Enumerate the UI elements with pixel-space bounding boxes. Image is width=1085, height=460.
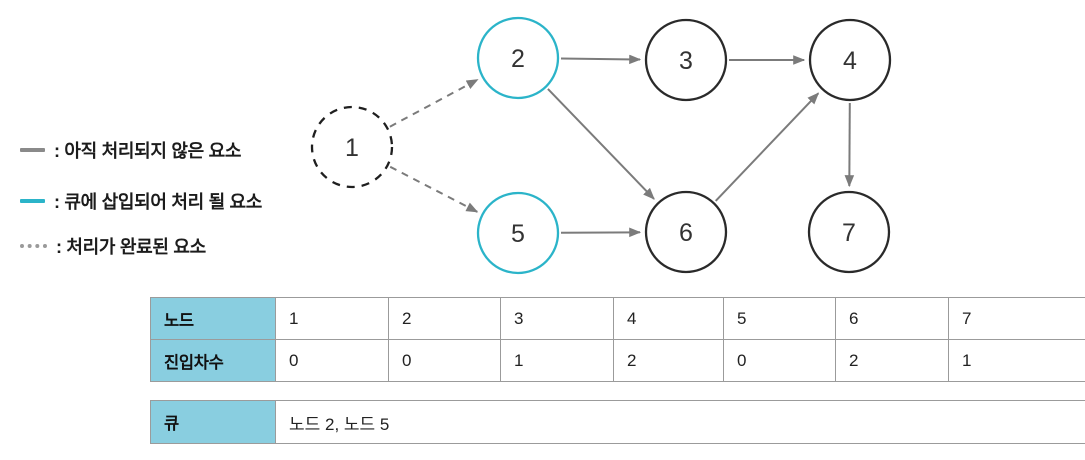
indegree-cell-4: 2 (613, 339, 724, 382)
legend-item-unprocessed: : 아직 처리되지 않은 요소 (20, 139, 241, 161)
edge-4-7-arrow (844, 102, 855, 188)
queue-row: 큐 노드 2, 노드 5 (150, 400, 1085, 444)
graph-node-label-1: 1 (345, 134, 359, 162)
graph-node-5 (476, 191, 560, 275)
indegree-cell-1: 0 (275, 339, 389, 382)
row-header-indegree: 진입차수 (150, 339, 276, 382)
node-cell-4: 4 (613, 297, 724, 340)
graph-svg: 1 2 3 4 5 6 7 (310, 16, 892, 275)
graph-node-6 (644, 190, 728, 274)
done-dotted-line-icon (20, 244, 47, 248)
indegree-cell-7: 1 (948, 339, 1085, 382)
edge-1-5-arrow (389, 165, 479, 213)
graph-node-7 (807, 190, 891, 274)
indegree-cell-2: 0 (388, 339, 501, 382)
indegree-cell-6: 2 (835, 339, 949, 382)
edge-1-2-arrow (389, 78, 479, 128)
node-cell-1: 1 (275, 297, 389, 340)
row-header-node: 노드 (150, 297, 276, 340)
node-cell-5: 5 (723, 297, 836, 340)
graph-node-label-4: 4 (843, 47, 857, 75)
graph-node-4 (808, 18, 892, 102)
node-cell-3: 3 (500, 297, 614, 340)
graph-node-2 (476, 16, 560, 100)
edge-2-3-arrow (560, 54, 642, 65)
graph-node-3 (644, 18, 728, 102)
indegree-cell-5: 0 (723, 339, 836, 382)
node-cell-2: 2 (388, 297, 501, 340)
queued-line-icon (20, 199, 45, 203)
legend-item-queued: : 큐에 삽입되어 처리 될 요소 (20, 190, 262, 212)
table-row-indegrees: 진입차수 0 0 1 2 0 2 1 (150, 339, 1085, 382)
edge-2-6-arrow (547, 88, 655, 200)
queue-header: 큐 (150, 400, 276, 444)
node-cell-7: 7 (948, 297, 1085, 340)
graph-node-label-7: 7 (842, 219, 856, 247)
graph-node-1 (310, 105, 394, 189)
queue-table: 큐 노드 2, 노드 5 (150, 400, 1085, 444)
legend-label: : 큐에 삽입되어 처리 될 요소 (54, 192, 263, 212)
indegree-cell-3: 1 (500, 339, 614, 382)
legend-label: : 아직 처리되지 않은 요소 (54, 141, 242, 161)
legend-item-done: : 처리가 완료된 요소 (20, 235, 206, 257)
graph-node-label-2: 2 (511, 45, 525, 73)
unprocessed-line-icon (20, 148, 45, 152)
graph-node-label-5: 5 (511, 220, 525, 248)
table-row-nodes: 노드 1 2 3 4 5 6 7 (150, 297, 1085, 340)
queue-value: 노드 2, 노드 5 (275, 400, 1085, 444)
edge-6-4-arrow (714, 92, 820, 202)
graph-node-label-6: 6 (679, 219, 693, 247)
legend-label: : 처리가 완료된 요소 (56, 237, 206, 257)
indegree-table: 노드 1 2 3 4 5 6 7 진입차수 0 0 1 2 0 2 1 (150, 297, 1085, 382)
node-cell-6: 6 (835, 297, 949, 340)
graph-node-label-3: 3 (679, 47, 693, 75)
